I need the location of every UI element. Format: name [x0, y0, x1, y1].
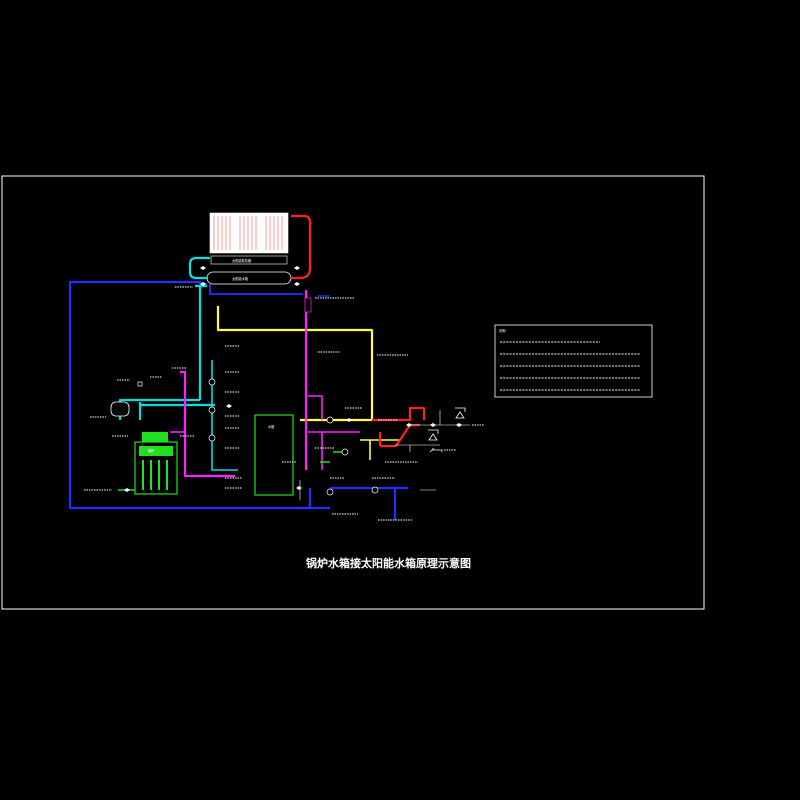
leader-lines — [299, 410, 470, 500]
boiler — [134, 432, 178, 495]
valves — [124, 266, 462, 492]
boiler-label: 锅炉 — [148, 448, 154, 453]
drawing-frame — [1, 175, 705, 610]
main-tank-label: 水箱 — [268, 424, 275, 429]
annotation-marks — [84, 286, 484, 521]
solar-collector — [209, 212, 289, 265]
drawing-title: 锅炉水箱接太阳能水箱原理示意图 — [306, 556, 471, 570]
solar-tank — [206, 271, 292, 285]
expansion-vessel — [110, 401, 130, 417]
main-tank — [254, 414, 294, 496]
legend-title: 说明： — [499, 328, 509, 333]
collector-label: 太阳能集热器 — [232, 258, 252, 263]
solar-tank-label: 太阳能水箱 — [232, 276, 249, 281]
pipe-fittings — [137, 297, 379, 496]
legend-box — [494, 324, 653, 398]
legend-lines — [500, 341, 640, 391]
shower-heads — [428, 407, 466, 453]
